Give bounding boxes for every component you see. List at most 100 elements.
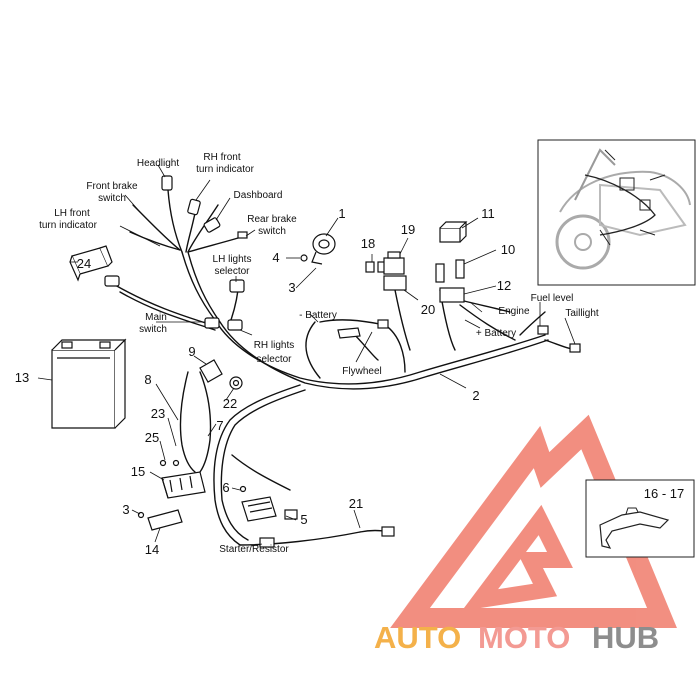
harness-trunk-main [181, 251, 546, 385]
part-number-16-17: 16 - 17 [644, 486, 684, 501]
wire-minus-battery [305, 321, 321, 379]
part-number-10: 10 [501, 242, 515, 257]
part-number-3-upper: 3 [288, 280, 295, 295]
fuel-level-connector [537, 325, 549, 335]
watermark-moto: MOTO [478, 620, 570, 655]
wire-relay [394, 289, 411, 351]
wire-flywheel-loop [319, 319, 406, 373]
regulator-plug [284, 509, 298, 520]
wire-lh-front [129, 231, 181, 251]
flywheel-plug [377, 319, 389, 329]
label-lh-front-1: LH front [54, 208, 90, 219]
part-number-4: 4 [272, 250, 279, 265]
leader-lines [37, 164, 576, 547]
watermark-triangle-inner [461, 504, 573, 611]
components [51, 175, 581, 548]
taillight-connector [569, 343, 581, 353]
starter-resistor-plug [259, 537, 275, 548]
watermark-logo [390, 414, 677, 628]
flywheel-connector [337, 327, 361, 339]
part-number-13: 13 [15, 370, 29, 385]
wire-starter [239, 531, 361, 546]
part-number-7: 7 [216, 418, 223, 433]
wiring-harness [114, 189, 581, 546]
label-headlight: Headlight [137, 158, 179, 169]
battery [51, 338, 127, 429]
wire-rh-front [185, 212, 196, 253]
screw-25a [159, 459, 167, 467]
label-engine: Engine [498, 306, 530, 317]
label-lh-front-2: turn indicator [39, 220, 97, 231]
component-24 [69, 245, 113, 282]
main-switch-plug [204, 317, 220, 329]
rear-brake-connector [237, 231, 248, 239]
label-lh-lights-2: selector [214, 266, 250, 277]
wire-regulator [231, 454, 291, 491]
part-number-5: 5 [300, 512, 307, 527]
inset-harness [584, 174, 656, 236]
label-rh-front-1: RH front [203, 152, 240, 163]
wire-engine [459, 299, 511, 313]
inset-body [599, 183, 687, 237]
label-rear-brake-2: switch [258, 226, 286, 237]
part-number-11: 11 [481, 206, 495, 221]
label-lh-lights-1: LH lights [213, 254, 252, 265]
clip-part [599, 511, 670, 549]
horn [311, 233, 336, 265]
part-number-21: 21 [349, 496, 363, 511]
wire-fuel-level [519, 311, 546, 336]
harness-trunk-parallel [187, 251, 549, 390]
relay-19 [383, 251, 405, 275]
wire-plus-battery [459, 304, 516, 341]
regulator-5 [241, 496, 277, 522]
dashboard-connector [203, 217, 221, 233]
inset-clip [585, 479, 695, 558]
label-rh-lights-1: RH lights [254, 340, 295, 351]
label-starter-resistor: Starter/Resistor [219, 544, 289, 555]
lh-lights-selector [229, 279, 245, 293]
relay-11 [439, 221, 468, 243]
part-number-6: 6 [222, 480, 229, 495]
part-number-23: 23 [151, 406, 165, 421]
harness-lower-left-2 [220, 389, 306, 541]
label-rh-lights-2: selector [256, 354, 292, 365]
label-rear-brake-1: Rear brake [247, 214, 297, 225]
spark-cap-9 [199, 359, 223, 383]
part-number-3-lower: 3 [122, 502, 129, 517]
part-number-22: 22 [223, 396, 237, 411]
watermark-text: AUTO MOTO HUB [374, 620, 659, 655]
part-number-1: 1 [338, 206, 345, 221]
screw-25b [172, 459, 180, 467]
label-front-brake-2: switch [98, 193, 126, 204]
headlight-connector [161, 175, 173, 191]
label-main-switch-1: Main [145, 312, 167, 323]
bracket-14 [147, 509, 183, 531]
inset-frame [537, 139, 696, 286]
part-number-18: 18 [361, 236, 375, 251]
inset-wires [599, 149, 666, 246]
label-plus-battery: + Battery [476, 328, 516, 339]
inset-relay [639, 199, 651, 211]
label-taillight: Taillight [565, 308, 599, 319]
component-10a [435, 263, 445, 283]
label-dashboard: Dashboard [234, 190, 283, 201]
watermark-auto: AUTO [374, 620, 461, 655]
starter-connector-21 [381, 526, 395, 537]
part-number-14: 14 [145, 542, 159, 557]
label-main-switch-2: switch [139, 324, 167, 335]
watermark-triangle-outer [390, 414, 677, 628]
part-number-25: 25 [145, 430, 159, 445]
rh-lights-plug [227, 319, 243, 331]
label-front-brake-1: Front brake [86, 181, 138, 192]
label-flywheel: Flywheel [342, 366, 381, 377]
part-number-15: 15 [131, 464, 145, 479]
wire-ht-9 [199, 371, 212, 473]
wire-dashboard [187, 204, 219, 253]
part-number-9: 9 [188, 344, 195, 359]
rh-front-connector [187, 198, 201, 216]
inset-fork [574, 148, 616, 201]
label-fuel-level: Fuel level [531, 293, 574, 304]
part-number-12: 12 [497, 278, 511, 293]
inset-motorcycle [537, 139, 696, 286]
inset-front-wheel [555, 214, 611, 270]
